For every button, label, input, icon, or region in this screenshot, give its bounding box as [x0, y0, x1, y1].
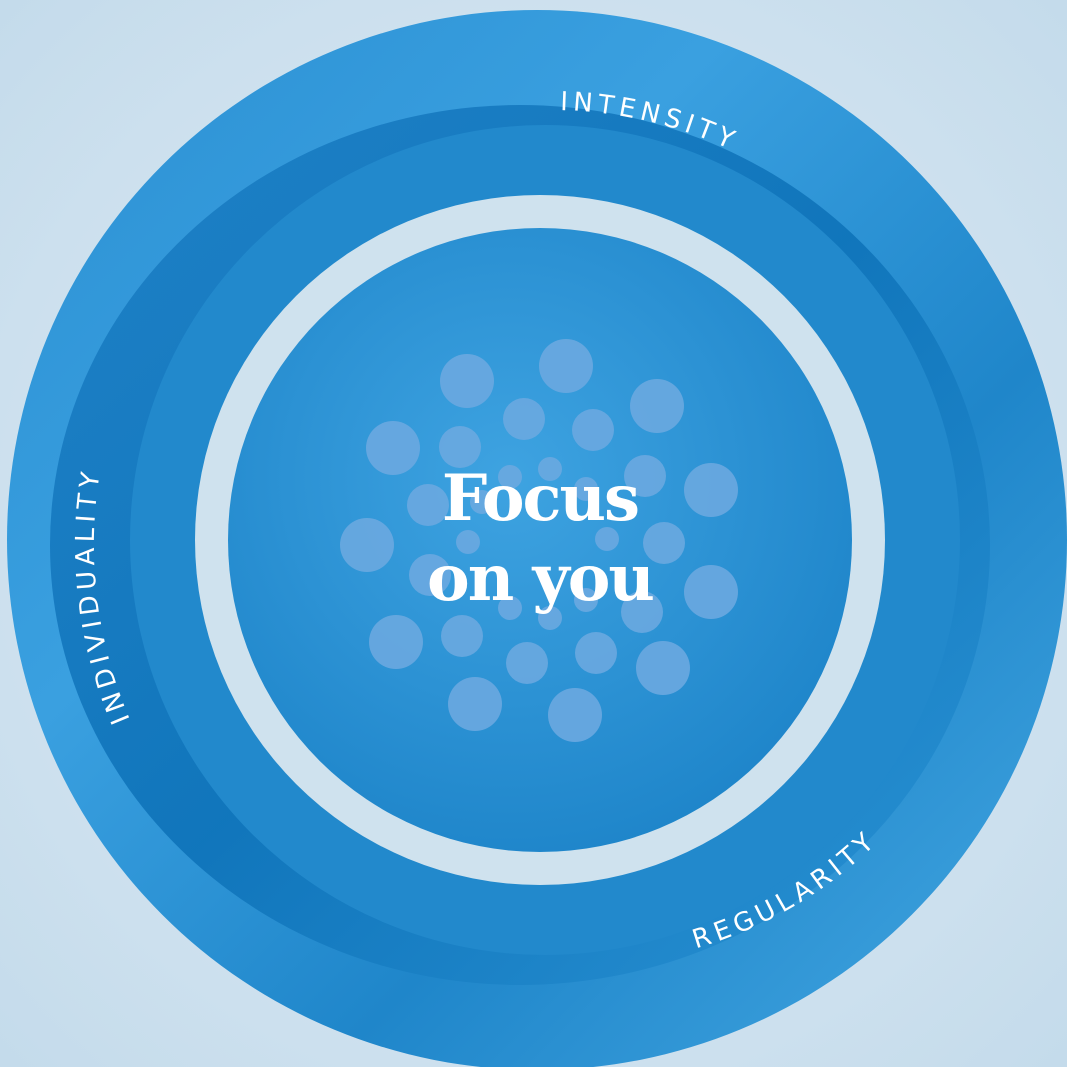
decorative-dot [498, 465, 522, 489]
decorative-dot [548, 688, 602, 742]
decorative-dot [575, 632, 617, 674]
decorative-dot [369, 615, 423, 669]
decorative-dot [498, 596, 522, 620]
core-circle [228, 228, 852, 852]
decorative-dot [539, 339, 593, 393]
center-title-line-1: Focus [442, 461, 638, 536]
decorative-dot [366, 421, 420, 475]
decorative-dot [624, 455, 666, 497]
decorative-dot [595, 527, 619, 551]
decorative-dot [448, 677, 502, 731]
decorative-dot [409, 554, 451, 596]
decorative-dot [407, 484, 449, 526]
decorative-dot [684, 565, 738, 619]
decorative-dot [636, 641, 690, 695]
decorative-dot [621, 591, 663, 633]
decorative-dot [506, 642, 548, 684]
decorative-dot [572, 409, 614, 451]
decorative-dot [538, 606, 562, 630]
decorative-dot [470, 490, 494, 514]
decorative-dot [456, 530, 480, 554]
decorative-dot [643, 522, 685, 564]
decorative-dot [630, 379, 684, 433]
decorative-dot [574, 477, 598, 501]
center-title-line-2: on you [427, 541, 653, 616]
decorative-dot [574, 588, 598, 612]
decorative-dot [340, 518, 394, 572]
dot-cluster [340, 339, 738, 742]
decorative-dot [440, 354, 494, 408]
decorative-dot [503, 398, 545, 440]
decorative-dot [441, 615, 483, 657]
decorative-dot [538, 457, 562, 481]
decorative-dot [439, 426, 481, 468]
decorative-dot [684, 463, 738, 517]
